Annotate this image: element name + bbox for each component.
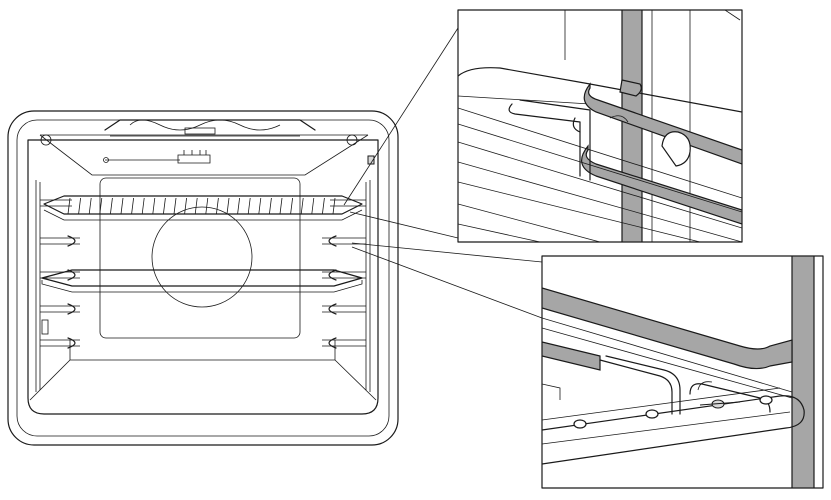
wire-shelf: [43, 195, 363, 221]
shelf-wire: [194, 197, 198, 215]
shelf-wire: [279, 197, 283, 215]
shelf-wire: [99, 197, 103, 215]
detail-zoom-upper: [457, 9, 743, 243]
shelf-wire: [67, 197, 71, 215]
shelf-wire: [173, 197, 177, 215]
detail-zoom-lower: [541, 255, 824, 489]
shelf-wire: [269, 197, 272, 215]
shelf-wire: [237, 197, 240, 215]
shelf-wire: [163, 197, 166, 215]
shelf-wire: [141, 197, 145, 215]
shelf-wire: [120, 197, 124, 215]
shelf-wire: [131, 197, 134, 215]
shelf-wire: [290, 197, 293, 215]
shelf-wire: [226, 197, 230, 215]
grill-element: [40, 119, 375, 165]
shelf-wire: [311, 197, 315, 215]
shelf-wire: [322, 197, 325, 215]
shelf-wire: [247, 197, 251, 215]
shelf-wire: [88, 197, 92, 215]
side-rails-left: [35, 180, 80, 392]
shelf-wire: [110, 197, 113, 215]
shelf-wire: [152, 197, 156, 215]
side-rails-right: [322, 180, 371, 392]
shelf-wire: [205, 197, 209, 215]
shelf-wire: [258, 197, 262, 215]
shelf-wire: [78, 197, 81, 215]
shelf-wire: [332, 197, 336, 215]
shelf-wire: [216, 197, 219, 215]
baking-tray: [41, 269, 363, 293]
shelf-wire: [300, 197, 304, 215]
shelf-wire: [184, 197, 187, 215]
callout-lines: [343, 27, 543, 319]
